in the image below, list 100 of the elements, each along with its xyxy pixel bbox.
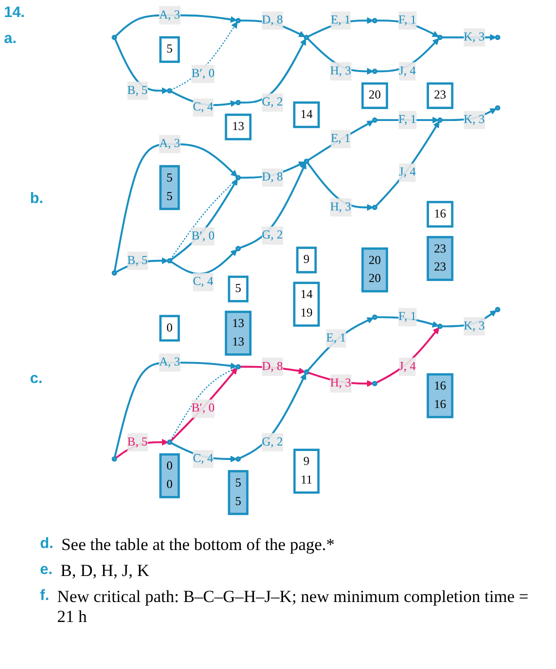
node-circle xyxy=(112,456,118,462)
node-circle xyxy=(236,18,241,24)
arrow xyxy=(442,310,497,328)
arrow xyxy=(375,121,440,207)
node-box: 16 xyxy=(426,200,454,228)
node-circle xyxy=(304,369,310,375)
node-circle xyxy=(372,117,378,123)
edge-label: E, 1 xyxy=(326,332,346,345)
edge-label: J, 4 xyxy=(398,64,416,78)
node-box: 16 16 xyxy=(426,373,454,418)
node-circle xyxy=(437,117,443,123)
node-circle xyxy=(494,34,500,40)
node-box: 0 xyxy=(159,314,180,342)
arrow xyxy=(239,373,306,460)
edge-label: A, 3 xyxy=(159,137,180,150)
node-box: 5 5 xyxy=(159,165,180,210)
edge-label: K, 3 xyxy=(464,30,485,44)
node-box: 0 0 xyxy=(159,453,180,498)
node-circle xyxy=(166,258,172,264)
node-circle xyxy=(236,246,241,252)
edge-label: A, 3 xyxy=(159,356,180,369)
node-circle xyxy=(304,34,310,40)
part-letter: c. xyxy=(30,370,43,387)
arrow xyxy=(170,90,237,107)
part-letter: d. xyxy=(40,535,54,554)
edge-label: G, 2 xyxy=(262,96,283,109)
edge-label: K, 3 xyxy=(464,319,485,332)
edge-label: D, 8 xyxy=(262,170,283,184)
exercise-number: 14. xyxy=(4,4,25,21)
edge-label: C, 4 xyxy=(192,275,214,288)
node-box: 23 xyxy=(426,82,454,110)
edge-label: C, 4 xyxy=(192,452,214,466)
answer-text: See the table at the bottom of the page.* xyxy=(61,535,335,555)
arrow xyxy=(376,316,439,328)
node-circle xyxy=(372,314,378,320)
arrow xyxy=(376,38,440,72)
arrow xyxy=(306,317,374,372)
part-letter: f. xyxy=(40,587,50,606)
arrow xyxy=(170,249,238,275)
node-box: 5 xyxy=(228,276,248,302)
edge-label: B, 5 xyxy=(127,84,148,97)
edge-label: F, 1 xyxy=(398,14,416,27)
arrow xyxy=(306,162,374,211)
node-circle xyxy=(372,380,378,386)
node-circle xyxy=(166,88,172,94)
edge-label: D, 8 xyxy=(262,360,283,373)
arrow xyxy=(115,438,168,459)
arrow xyxy=(170,22,238,91)
arrow xyxy=(240,366,306,374)
edge-label: C, 4 xyxy=(192,100,214,114)
node-box: 5 xyxy=(159,36,180,63)
arrow xyxy=(307,120,374,162)
edge-label: F, 1 xyxy=(398,310,416,324)
node-circle xyxy=(372,18,378,24)
node-circle xyxy=(236,174,241,180)
edge-label: J, 4 xyxy=(398,166,416,179)
node-circle xyxy=(236,100,241,106)
part-letter: e. xyxy=(40,561,53,580)
node-circle xyxy=(304,158,310,164)
answer-text: New critical path: B–C–G–H–J–K; new minimum completion time = 21 h xyxy=(57,587,530,627)
node-circle xyxy=(236,456,241,462)
node-circle xyxy=(494,105,500,111)
node-circle xyxy=(112,270,118,276)
node-box: 14 xyxy=(293,101,320,128)
edge-label: H, 3 xyxy=(330,376,352,390)
arrow xyxy=(114,362,237,458)
node-circle xyxy=(166,440,172,445)
node-box: 23 23 xyxy=(426,236,454,281)
node-circle xyxy=(437,324,443,329)
arrow xyxy=(240,20,306,38)
node-circle xyxy=(494,306,500,312)
edge-label: F, 1 xyxy=(398,113,416,126)
edge-label: G, 2 xyxy=(262,435,283,448)
part-letter: b. xyxy=(30,190,44,207)
arrow xyxy=(307,17,374,38)
arrow xyxy=(114,143,238,272)
node-circle xyxy=(372,68,378,74)
arrow xyxy=(115,257,168,274)
node-box: 9 11 xyxy=(293,448,320,494)
edge-label: A, 3 xyxy=(159,8,180,22)
arrow xyxy=(376,20,439,37)
arrow xyxy=(306,38,374,75)
arrow xyxy=(114,38,168,94)
edge-label: K, 3 xyxy=(464,113,485,126)
node-circle xyxy=(437,34,443,40)
edge-label: B′, 0 xyxy=(192,67,215,80)
edge-label: E, 1 xyxy=(330,14,350,27)
arrow xyxy=(114,14,237,37)
answer-text: B, D, H, J, K xyxy=(60,561,150,581)
edge-label: H, 3 xyxy=(330,64,352,78)
node-box: 20 20 xyxy=(361,247,388,292)
node-circle xyxy=(112,34,118,40)
edge-label: D, 8 xyxy=(262,14,283,27)
node-circle xyxy=(236,364,241,370)
node-box: 13 xyxy=(224,114,252,140)
edge-label: B′, 0 xyxy=(192,230,215,242)
edge-label: E, 1 xyxy=(330,132,350,146)
node-circle xyxy=(372,204,378,210)
edge-label: B, 5 xyxy=(127,435,148,448)
arrow xyxy=(376,327,440,384)
